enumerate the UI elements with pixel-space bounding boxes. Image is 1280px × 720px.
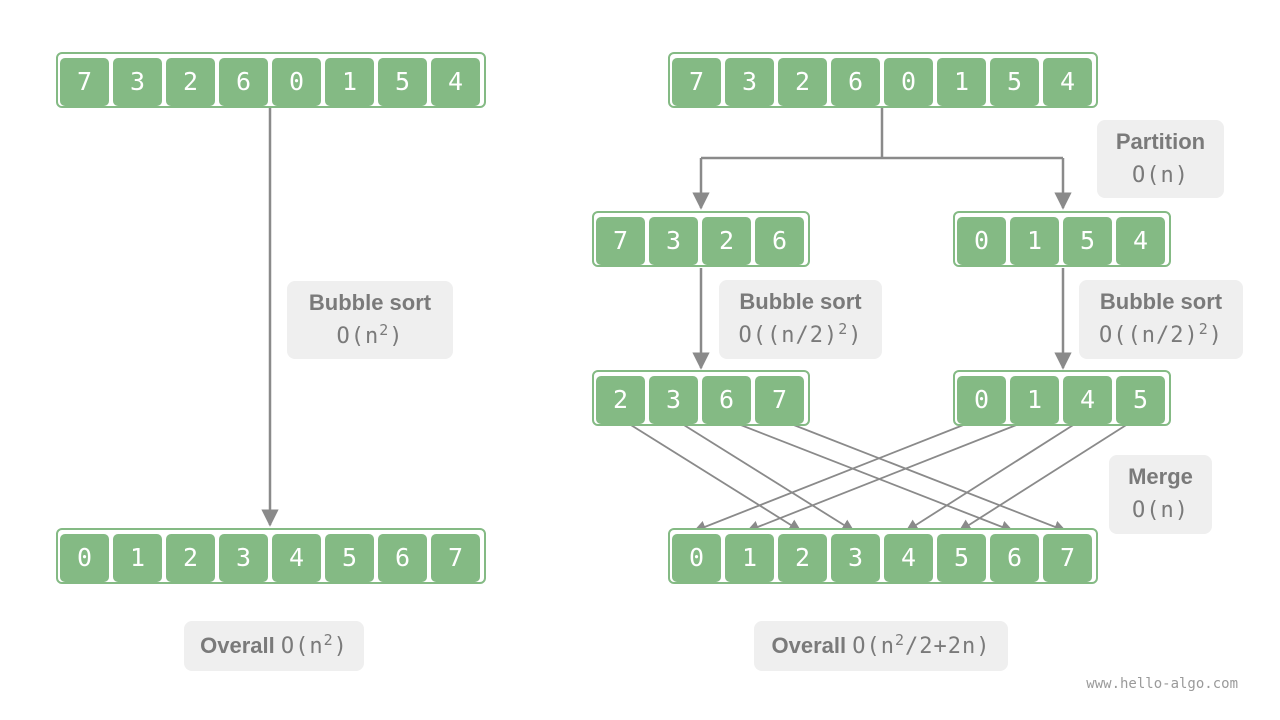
merge-arrow: [693, 420, 974, 533]
overall-right-label: Overall O(n2/2+2n): [754, 621, 1008, 671]
array-cell: 2: [702, 217, 751, 265]
array-cell: 4: [1063, 376, 1112, 424]
array-cell: 5: [378, 58, 427, 106]
bubble-sort-cost: O(n2): [336, 321, 404, 350]
merge-label: Merge O(n): [1109, 455, 1212, 534]
array-cell: 2: [596, 376, 645, 424]
partition-title: Partition: [1115, 129, 1206, 154]
partition-label: Partition O(n): [1097, 120, 1224, 198]
merge-arrow: [783, 420, 1067, 533]
array-cell: 4: [1116, 217, 1165, 265]
array-cell: 1: [1010, 376, 1059, 424]
array-cell: 7: [60, 58, 109, 106]
bubble-sort-half-b-cost: O((n/2)2): [1099, 320, 1223, 349]
array-cell: 0: [60, 534, 109, 582]
array-cell: 2: [166, 58, 215, 106]
overall-left-cost: O(n2): [280, 631, 348, 660]
array-cell: 5: [1116, 376, 1165, 424]
array-cell: 7: [1043, 534, 1092, 582]
bubble-sort-label: Bubble sort O(n2): [287, 281, 453, 359]
array-cell: 3: [725, 58, 774, 106]
array-cell: 1: [725, 534, 774, 582]
array-cell: 7: [672, 58, 721, 106]
array-cell: 7: [431, 534, 480, 582]
array-cell: 2: [778, 534, 827, 582]
array-cell: 1: [325, 58, 374, 106]
merge-arrow: [958, 420, 1133, 532]
merge-title: Merge: [1128, 464, 1193, 489]
array-cell: 0: [272, 58, 321, 106]
array-cell: 3: [113, 58, 162, 106]
array-cell: 0: [884, 58, 933, 106]
bubble-sort-title: Bubble sort: [308, 290, 432, 315]
array-cell: 5: [937, 534, 986, 582]
array-cell: 0: [672, 534, 721, 582]
array-cell: 5: [990, 58, 1039, 106]
merge-arrows: [624, 420, 1133, 533]
bubble-sort-half-b-label: Bubble sort O((n/2)2): [1079, 280, 1243, 359]
array-cell: 6: [378, 534, 427, 582]
array-cell: 4: [1043, 58, 1092, 106]
overall-right-title: Overall: [771, 633, 847, 658]
array-cell: 3: [831, 534, 880, 582]
array-cell: 4: [884, 534, 933, 582]
merge-arrow: [905, 420, 1080, 532]
array-cell: 3: [219, 534, 268, 582]
bubble-sort-half-a-cost: O((n/2)2): [738, 320, 863, 349]
array-cell: 5: [1063, 217, 1112, 265]
array-cell: 5: [325, 534, 374, 582]
bubble-sort-half-b-title: Bubble sort: [1099, 289, 1223, 314]
array-cell: 2: [778, 58, 827, 106]
array-cell: 6: [755, 217, 804, 265]
array-cell: 6: [702, 376, 751, 424]
partition-cost: O(n): [1132, 163, 1189, 188]
overall-left-label: Overall O(n2): [184, 621, 364, 671]
merge-arrow: [746, 420, 1027, 533]
array-cell: 2: [166, 534, 215, 582]
array-cell: 6: [831, 58, 880, 106]
array-cell: 3: [649, 376, 698, 424]
bubble-sort-half-a-label: Bubble sort O((n/2)2): [719, 280, 882, 359]
overall-right-cost: O(n2/2+2n): [852, 631, 991, 660]
array-cell: 0: [957, 376, 1006, 424]
merge-arrow: [730, 420, 1014, 533]
array-cell: 1: [113, 534, 162, 582]
array-cell: 3: [649, 217, 698, 265]
merge-cost: O(n): [1132, 498, 1189, 523]
watermark: www.hello-algo.com: [1086, 676, 1238, 692]
merge-arrow: [677, 420, 855, 532]
array-cell: 7: [596, 217, 645, 265]
array-cell: 6: [990, 534, 1039, 582]
array-cell: 1: [937, 58, 986, 106]
array-cell: 4: [272, 534, 321, 582]
array-cell: 7: [755, 376, 804, 424]
array-cell: 1: [1010, 217, 1059, 265]
array-cell: 4: [431, 58, 480, 106]
array-cell: 0: [957, 217, 1006, 265]
merge-arrow: [624, 420, 802, 532]
bubble-sort-half-a-title: Bubble sort: [739, 289, 862, 314]
array-cell: 6: [219, 58, 268, 106]
overall-left-title: Overall: [200, 633, 275, 658]
